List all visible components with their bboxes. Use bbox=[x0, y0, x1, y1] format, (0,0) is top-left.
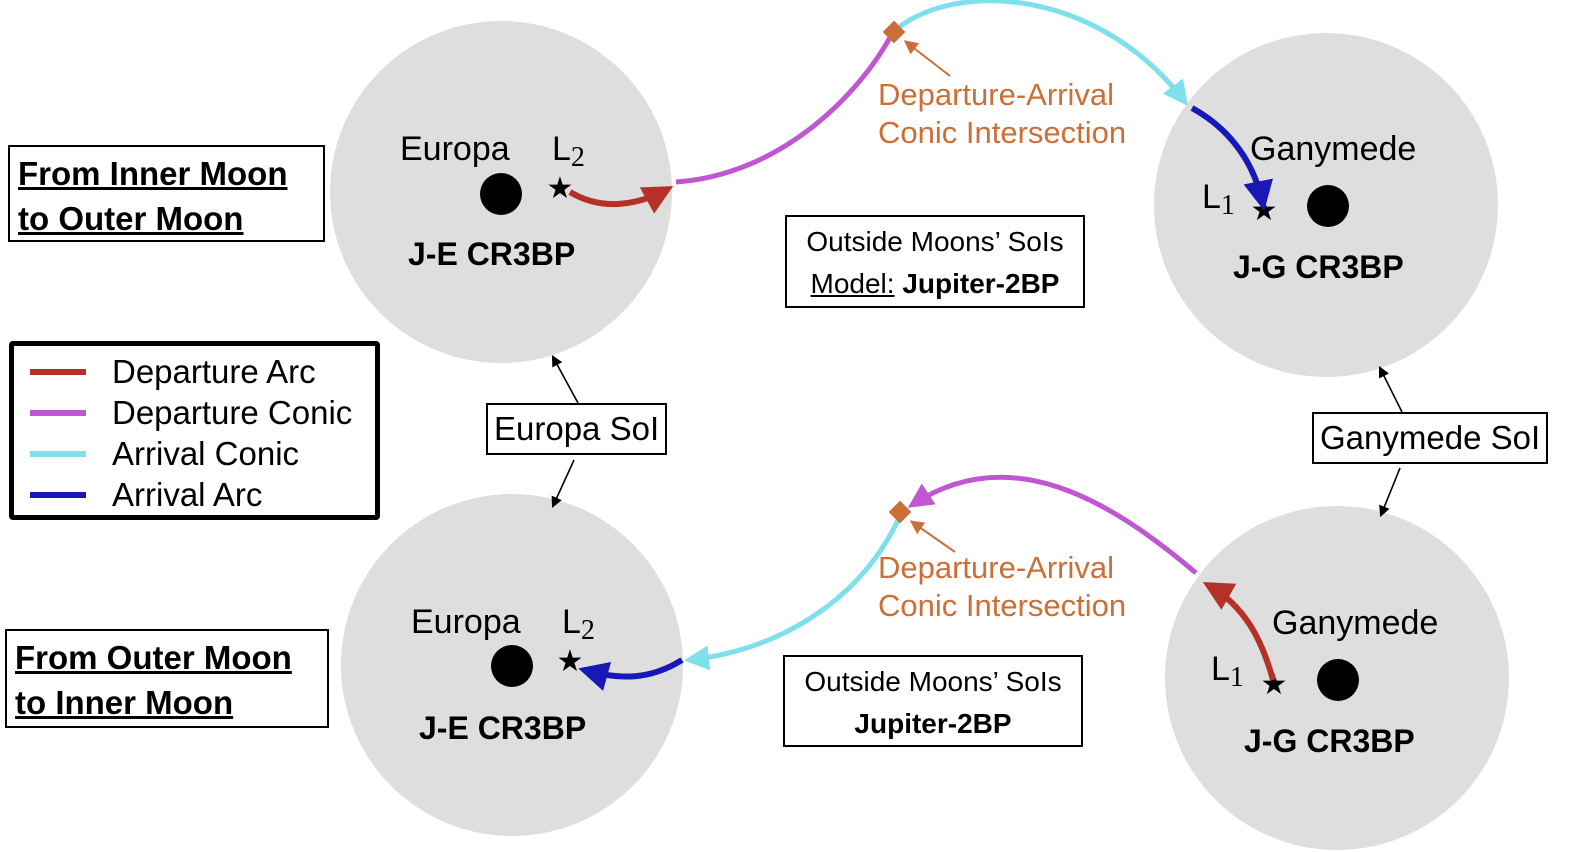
l2-label-top-sub: 2 bbox=[570, 142, 585, 173]
europa-body-bottom bbox=[491, 645, 533, 687]
legend-item-arrival-conic: Arrival Conic bbox=[14, 433, 375, 473]
departure-conic-top bbox=[675, 30, 896, 185]
europa-label-bottom: Europa bbox=[411, 603, 521, 641]
l2-star-top: ★ bbox=[547, 171, 574, 206]
legend: Departure Arc Departure Conic Arrival Co… bbox=[9, 341, 380, 520]
jg-cr3bp-label-bottom: J-G CR3BP bbox=[1244, 723, 1415, 759]
outside-sois-bottom-line2: Jupiter-2BP bbox=[793, 703, 1073, 745]
l2-label-bottom: L2 bbox=[562, 605, 595, 645]
arrival-conic-bottom bbox=[684, 518, 901, 671]
l2-label-top-letter: L bbox=[552, 130, 571, 168]
outside-sois-box-bottom: Outside Moons’ SoIs Jupiter-2BP bbox=[783, 655, 1083, 747]
intersection-label-top: Departure-Arrival Conic Intersection bbox=[878, 76, 1126, 152]
l1-label-top-letter: L bbox=[1202, 178, 1221, 216]
l2-star-bottom: ★ bbox=[557, 644, 584, 679]
intersection-marker-bottom bbox=[888, 500, 912, 524]
panel-title-top-line1: From Inner Moon bbox=[18, 155, 288, 192]
l1-label-bottom-letter: L bbox=[1211, 650, 1230, 688]
l2-label-top: L2 bbox=[552, 132, 585, 172]
departure-arc-top bbox=[568, 186, 674, 214]
panel-title-top: From Inner Moon to Outer Moon bbox=[8, 145, 325, 242]
europa-soi-pointer-up bbox=[551, 355, 579, 404]
europa-label-top: Europa bbox=[400, 130, 510, 168]
panel-title-bottom-line2: to Inner Moon bbox=[15, 684, 234, 721]
europa-soi-pointer-down bbox=[551, 459, 575, 509]
outside-sois-top-line2: Model: Jupiter-2BP bbox=[795, 263, 1075, 305]
ganymede-label-bottom: Ganymede bbox=[1272, 604, 1439, 642]
ganymede-body-top bbox=[1307, 185, 1349, 227]
legend-label-departure-conic: Departure Conic bbox=[112, 394, 353, 431]
legend-item-departure-conic: Departure Conic bbox=[14, 392, 375, 432]
intersection-label-bottom-line2: Conic Intersection bbox=[878, 588, 1127, 623]
legend-swatch-departure-arc bbox=[30, 369, 86, 375]
legend-item-departure-arc: Departure Arc bbox=[14, 351, 375, 391]
l1-label-top-sub: 1 bbox=[1220, 190, 1235, 221]
arrival-arc-top bbox=[1190, 105, 1273, 211]
model-name-top: Jupiter-2BP bbox=[902, 268, 1060, 299]
l1-star-bottom: ★ bbox=[1261, 667, 1288, 702]
ganymede-soi-label: Ganymede SoI bbox=[1312, 412, 1549, 465]
legend-label-departure-arc: Departure Arc bbox=[112, 353, 316, 390]
model-name-bottom: Jupiter-2BP bbox=[854, 708, 1012, 739]
jg-cr3bp-label-top: J-G CR3BP bbox=[1233, 249, 1404, 285]
l1-label-bottom-sub: 1 bbox=[1229, 662, 1244, 693]
intersection-pointer-top bbox=[903, 40, 951, 77]
panel-title-top-line2: to Outer Moon bbox=[18, 200, 244, 237]
intersection-label-top-line1: Departure-Arrival bbox=[878, 77, 1115, 112]
legend-label-arrival-arc: Arrival Arc bbox=[112, 476, 263, 513]
l2-label-bottom-letter: L bbox=[562, 603, 581, 641]
europa-soi-label: Europa SoI bbox=[486, 403, 668, 456]
outside-sois-box-top: Outside Moons’ SoIs Model: Jupiter-2BP bbox=[785, 215, 1085, 308]
intersection-label-bottom-line1: Departure-Arrival bbox=[878, 550, 1115, 585]
l2-label-bottom-sub: 2 bbox=[580, 615, 595, 646]
legend-swatch-arrival-conic bbox=[30, 451, 86, 457]
legend-swatch-departure-conic bbox=[30, 410, 86, 416]
arrival-arc-bottom bbox=[578, 657, 684, 691]
je-cr3bp-label-bottom: J-E CR3BP bbox=[419, 710, 587, 746]
legend-swatch-arrival-arc bbox=[30, 492, 86, 498]
outside-sois-bottom-line1: Outside Moons’ SoIs bbox=[804, 666, 1062, 697]
ganymede-soi-pointer-down bbox=[1379, 467, 1401, 518]
europa-body-top bbox=[480, 173, 522, 215]
ganymede-label-top: Ganymede bbox=[1250, 130, 1417, 168]
legend-item-arrival-arc: Arrival Arc bbox=[14, 474, 375, 514]
panel-title-bottom-line1: From Outer Moon bbox=[15, 639, 292, 676]
ganymede-body-bottom bbox=[1317, 659, 1359, 701]
l1-label-bottom: L1 bbox=[1211, 652, 1244, 692]
outside-sois-top-line1: Outside Moons’ SoIs bbox=[806, 226, 1064, 257]
ganymede-soi-pointer-up bbox=[1378, 365, 1403, 413]
l1-label-top: L1 bbox=[1202, 180, 1235, 220]
intersection-pointer-bottom bbox=[909, 520, 956, 553]
intersection-label-top-line2: Conic Intersection bbox=[878, 115, 1127, 150]
panel-title-bottom: From Outer Moon to Inner Moon bbox=[5, 629, 329, 728]
model-prefix-top: Model: bbox=[810, 268, 895, 299]
departure-arc-bottom bbox=[1202, 582, 1276, 681]
arrival-conic-top bbox=[896, 0, 1189, 106]
legend-label-arrival-conic: Arrival Conic bbox=[112, 435, 300, 472]
je-cr3bp-label-top: J-E CR3BP bbox=[408, 236, 576, 272]
intersection-label-bottom: Departure-Arrival Conic Intersection bbox=[878, 549, 1126, 625]
departure-conic-bottom bbox=[907, 474, 1198, 575]
